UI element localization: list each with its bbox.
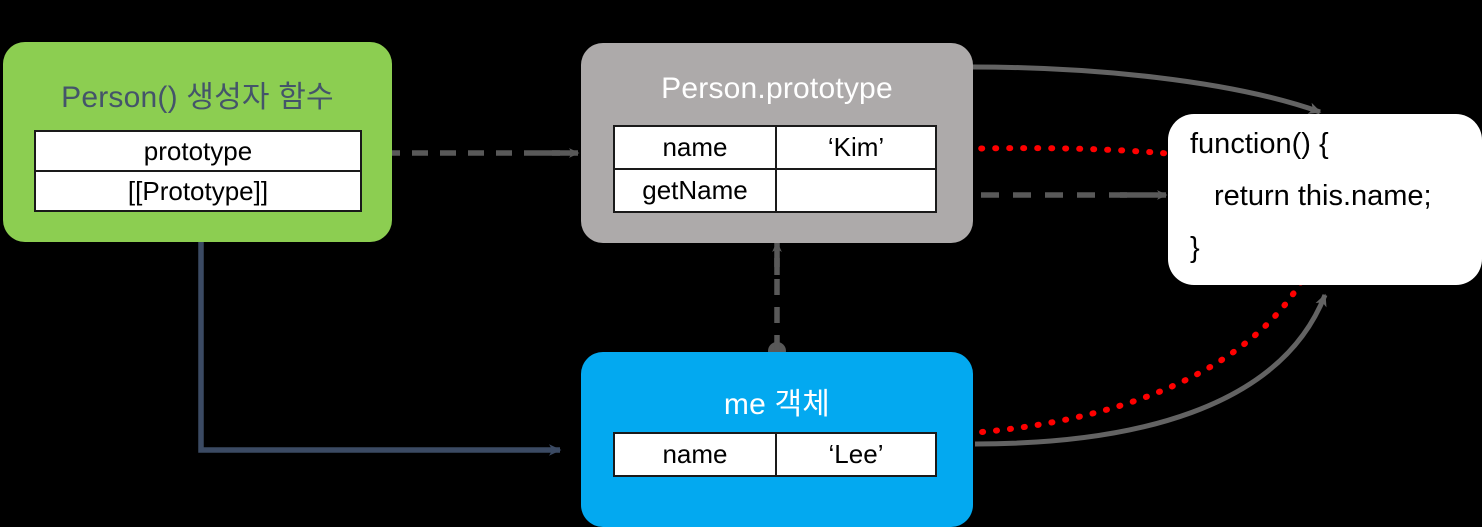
- instance-box-title: me 객체: [723, 388, 831, 421]
- instance-property-table: name ‘Lee’: [613, 432, 937, 477]
- function-body-box[interactable]: function() { return this.name; }: [1168, 114, 1482, 285]
- prototype-row-getname-key: getName: [615, 170, 775, 211]
- function-code-line-2: return this.name;: [1214, 180, 1432, 212]
- function-code-line-1: function() {: [1190, 128, 1329, 160]
- connector-me-proto-link-to-prototype: [768, 241, 786, 360]
- prototype-property-table: name ‘Kim’ getName: [613, 125, 937, 213]
- table-row[interactable]: name ‘Kim’: [615, 127, 935, 168]
- me-instance-box[interactable]: me 객체 name ‘Lee’: [581, 352, 973, 527]
- connector-prototype-box-to-function-box: [972, 64, 1322, 115]
- connector-instance-box-to-function-box: [974, 293, 1328, 447]
- table-row[interactable]: prototype: [36, 132, 360, 170]
- table-row[interactable]: getName: [615, 168, 935, 211]
- connector-constructor-creates-instance: [198, 242, 562, 456]
- constructor-box-title: Person() 생성자 함수: [61, 81, 334, 114]
- function-code-line-3: }: [1190, 232, 1200, 264]
- table-row[interactable]: name ‘Lee’: [615, 434, 935, 475]
- constructor-row-prototype-key: prototype: [36, 132, 360, 170]
- instance-row-name-key: name: [615, 434, 775, 475]
- prototype-box-title: Person.prototype: [661, 72, 893, 105]
- constructor-function-box[interactable]: Person() 생성자 함수 prototype [[Prototype]]: [3, 42, 392, 242]
- person-prototype-box[interactable]: Person.prototype name ‘Kim’ getName: [581, 43, 973, 243]
- instance-row-name-value: ‘Lee’: [775, 434, 935, 475]
- prototype-row-name-value: ‘Kim’: [775, 127, 935, 168]
- constructor-property-table: prototype [[Prototype]]: [34, 130, 362, 212]
- prototype-row-getname-value: [775, 170, 935, 211]
- table-row[interactable]: [[Prototype]]: [36, 170, 360, 210]
- constructor-row-internal-proto-key: [[Prototype]]: [36, 172, 360, 210]
- prototype-row-name-key: name: [615, 127, 775, 168]
